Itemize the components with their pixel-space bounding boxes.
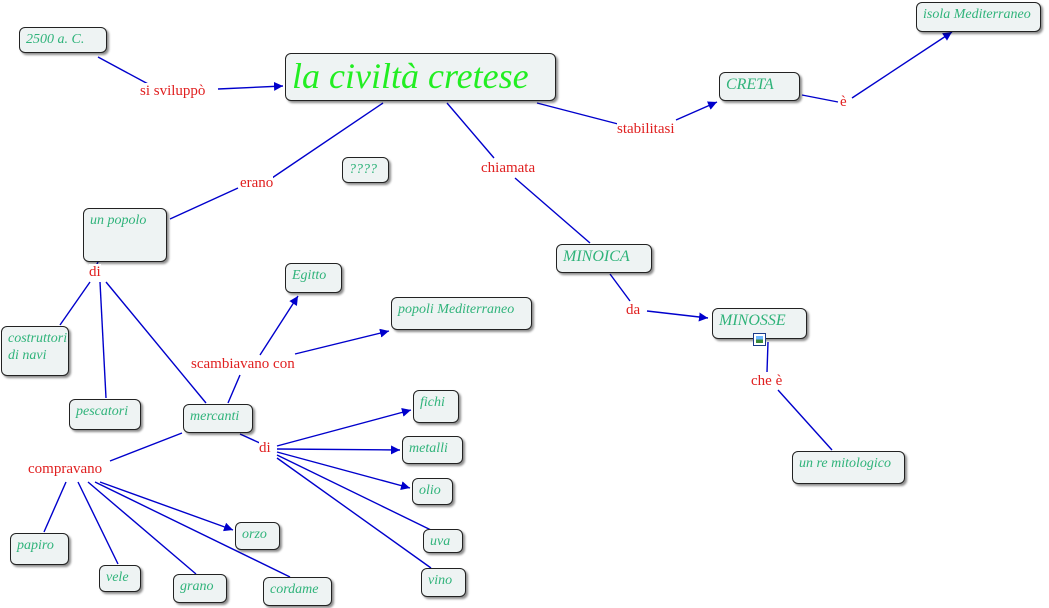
node-metalli[interactable]: metalli bbox=[402, 436, 463, 464]
image-icon[interactable] bbox=[753, 333, 766, 346]
edge-compravano-orzo bbox=[99, 481, 234, 532]
edge-compravano-grano bbox=[87, 481, 197, 575]
node-pescatori[interactable]: pescatori bbox=[69, 399, 141, 430]
node-orzo[interactable]: orzo bbox=[235, 522, 280, 550]
node-olio[interactable]: olio bbox=[412, 478, 453, 505]
edge-center-erano bbox=[271, 102, 384, 179]
edge-center-stabilitasi bbox=[536, 102, 619, 125]
edge-scambiavano-popoli bbox=[294, 328, 390, 355]
edge-compravano-vele bbox=[77, 481, 119, 565]
node-costruttori-di-navi[interactable]: costruttori di navi bbox=[1, 326, 69, 376]
node-popoli-mediterraneo[interactable]: popoli Mediterraneo bbox=[391, 297, 532, 330]
link-label-chiamata: chiamata bbox=[481, 160, 536, 176]
edge-mercanti-compravano bbox=[109, 432, 183, 462]
edge-minoica-da bbox=[609, 273, 631, 302]
edge-center-chiamata bbox=[446, 102, 495, 159]
link-label-erano: erano bbox=[240, 175, 274, 191]
edge-mercanti-scambiavano bbox=[227, 374, 241, 404]
edge-minosse-chee bbox=[766, 341, 769, 373]
node-un-re-mitologico[interactable]: un re mitologico bbox=[792, 451, 905, 484]
node-vele[interactable]: vele bbox=[99, 565, 141, 592]
node-grano[interactable]: grano bbox=[173, 574, 227, 603]
node-uva[interactable]: uva bbox=[423, 529, 463, 553]
node-un-popolo[interactable]: un popolo bbox=[83, 208, 167, 262]
edge-date-sviluppo bbox=[97, 56, 151, 86]
edge-di-metalli bbox=[276, 445, 401, 455]
edge-di-mercanti bbox=[105, 281, 207, 404]
edge-di-olio bbox=[276, 451, 411, 490]
node-mercanti[interactable]: mercanti bbox=[183, 404, 253, 433]
edge-di-costruttori bbox=[59, 281, 91, 326]
edge-mercanti-di bbox=[239, 433, 263, 445]
node-papiro[interactable]: papiro bbox=[10, 533, 69, 565]
link-label-di-popolo: di bbox=[89, 264, 101, 280]
link-label-compravano: compravano bbox=[28, 461, 103, 477]
node-isola-mediterraneo[interactable]: isola Mediterraneo bbox=[916, 2, 1041, 32]
node-minoica[interactable]: MINOICA bbox=[556, 244, 652, 273]
edge-chee-re bbox=[777, 389, 833, 451]
link-label-scambiavano-con: scambiavano con bbox=[191, 356, 295, 372]
link-label-si-sviluppo: si sviluppò bbox=[140, 83, 206, 99]
node-la-civilta-cretese[interactable]: la civiltà cretese bbox=[285, 53, 556, 101]
link-label-che-e: che è bbox=[751, 373, 783, 389]
node-vino[interactable]: vino bbox=[421, 568, 466, 597]
edge-di-fichi bbox=[276, 407, 412, 447]
edge-sviluppo-center bbox=[217, 81, 284, 91]
edge-di-pescatori bbox=[99, 281, 107, 399]
node-fichi[interactable]: fichi bbox=[413, 390, 459, 423]
edge-scambiavano-egitto bbox=[259, 295, 299, 356]
edge-erano-popolo bbox=[169, 187, 239, 220]
link-label-di-mercanti: di bbox=[259, 440, 271, 456]
link-label-da: da bbox=[626, 302, 641, 318]
node-creta[interactable]: CRETA bbox=[719, 72, 800, 101]
edge-di-uva bbox=[276, 454, 434, 532]
edge-compravano-papiro bbox=[43, 481, 67, 533]
node-question[interactable]: ???? bbox=[342, 157, 389, 183]
link-label-stabilitasi: stabilitasi bbox=[617, 121, 675, 137]
edge-compravano-cordame bbox=[94, 481, 291, 578]
edge-e-isola bbox=[851, 31, 953, 99]
edge-da-minosse bbox=[646, 310, 709, 322]
node-2500-ac[interactable]: 2500 a. C. bbox=[19, 27, 107, 53]
link-label-e: è bbox=[840, 94, 847, 110]
edge-di-vino bbox=[276, 457, 432, 569]
edge-creta-e bbox=[801, 94, 839, 103]
edge-stabilitasi-creta bbox=[675, 101, 718, 121]
node-egitto[interactable]: Egitto bbox=[285, 263, 342, 293]
node-cordame[interactable]: cordame bbox=[263, 577, 332, 606]
edge-chiamata-minoica bbox=[514, 177, 591, 244]
